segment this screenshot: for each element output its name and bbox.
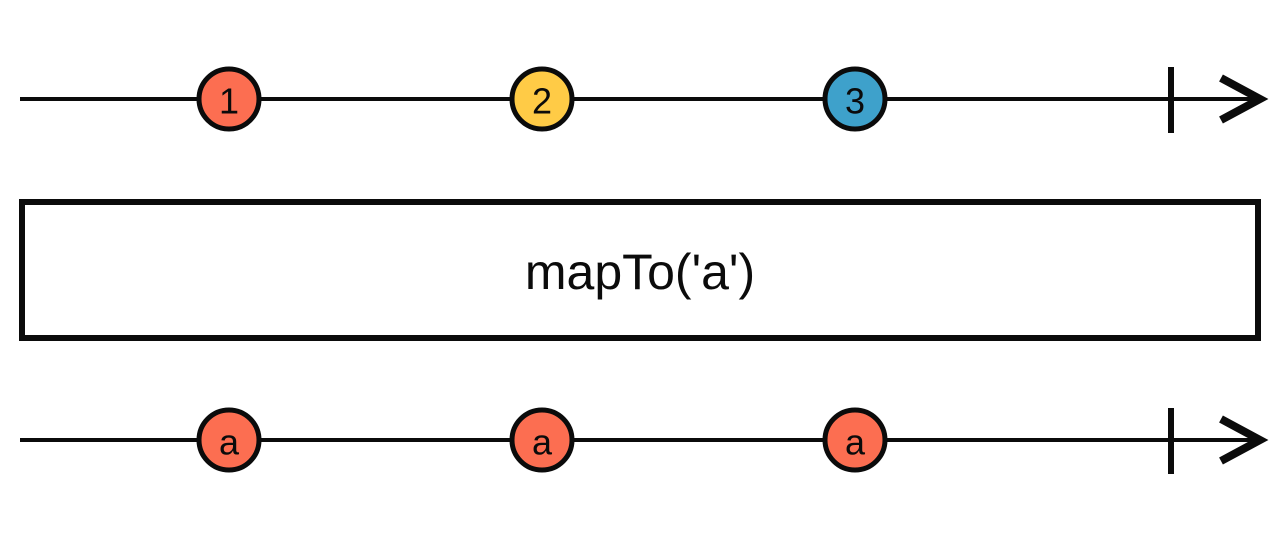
operator-label: mapTo('a') — [525, 244, 755, 300]
output-marble-1: a — [196, 407, 262, 473]
source-marble-2: 2 — [509, 66, 575, 132]
marble-circle — [822, 407, 888, 473]
marble-label: 1 — [219, 81, 239, 122]
marble-label: a — [532, 422, 553, 463]
marble-label: a — [219, 422, 240, 463]
marble-label: 3 — [845, 81, 865, 122]
marble-label: a — [845, 422, 866, 463]
source-arrowhead-icon — [1219, 74, 1269, 124]
marble-label: 2 — [532, 81, 552, 122]
output-timeline: a a a — [20, 407, 1269, 474]
output-marble-3: a — [822, 407, 888, 473]
marble-circle — [822, 66, 888, 132]
output-arrowhead-icon — [1219, 415, 1269, 465]
marble-circle — [196, 407, 262, 473]
operator-box: mapTo('a') — [19, 199, 1261, 341]
marble-circle — [509, 66, 575, 132]
operator-box-frame — [19, 199, 1261, 341]
output-marble-2: a — [509, 407, 575, 473]
source-marble-1: 1 — [196, 66, 262, 132]
source-marble-3: 3 — [822, 66, 888, 132]
source-timeline: 1 2 3 — [20, 66, 1269, 133]
marble-circle — [196, 66, 262, 132]
marble-circle — [509, 407, 575, 473]
